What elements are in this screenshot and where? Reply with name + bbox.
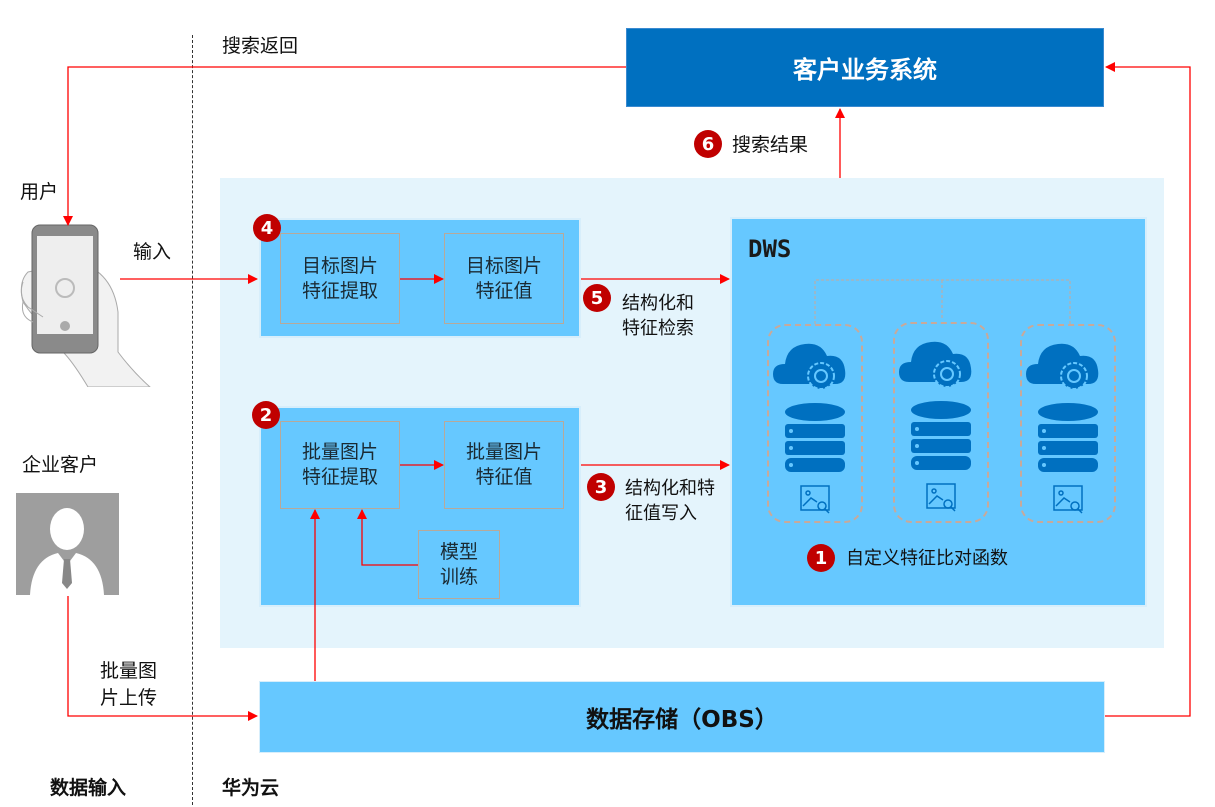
database-icon [785,403,845,472]
image-search-icon [926,483,956,512]
step-badge-2: 2 [252,401,280,429]
database-icon [911,401,971,470]
node-icons [1026,343,1099,514]
batch-feature-extraction[interactable]: 批量图片 特征提取 [280,421,400,509]
batch-image-block [259,406,581,607]
arrow-model-to-extract [357,509,418,566]
storage-label: 数据存储（OBS） [586,707,778,733]
arrow-upload [67,596,258,721]
cloud-gear-icon [1026,343,1099,390]
step3-label: 结构化和特 征值写入 [625,478,715,524]
custom-function-label: 自定义特征比对函数 [846,548,1008,569]
step-badge-6: 6 [694,130,722,158]
step-badge-4: 4 [253,214,281,242]
node-icons [773,343,846,514]
dws-node[interactable] [767,324,863,523]
image-search-icon [800,485,830,514]
dws-node[interactable] [1020,324,1116,523]
divider-line [192,35,193,805]
step-badge-1: 1 [807,544,835,572]
cloud-gear-icon [773,343,846,390]
model-training[interactable]: 模型 训练 [418,530,500,599]
step-badge-3: 3 [587,473,615,501]
dws-connector [814,279,1071,324]
batch-upload-label: 批量图 片上传 [100,660,158,709]
enterprise-customer-avatar [16,493,119,595]
huawei-cloud-label: 华为云 [222,777,280,799]
step5-label: 结构化和 特征检索 [622,293,694,339]
batch-feature-value[interactable]: 批量图片 特征值 [444,421,564,509]
input-label: 输入 [133,241,172,263]
target-feature-extraction[interactable]: 目标图片 特征提取 [280,233,400,324]
user-label: 用户 [20,181,59,203]
dws-node[interactable] [893,322,989,523]
node-icons [899,341,972,512]
image-search-icon [1053,485,1083,514]
arrow-search-return [63,66,626,226]
data-storage-obs[interactable]: 数据存储（OBS） [259,681,1105,753]
customer-system-label: 客户业务系统 [793,56,937,84]
arrow-obs-to-system [1105,62,1191,717]
step-badge-5: 5 [583,284,611,312]
target-feature-value[interactable]: 目标图片 特征值 [444,233,564,324]
phone-icon [20,224,151,387]
search-result-label: 搜索结果 [732,134,809,156]
data-input-label: 数据输入 [50,777,127,799]
search-return-label: 搜索返回 [222,35,299,57]
dws-title: DWS [748,235,792,263]
target-image-block [259,218,581,338]
enterprise-customer-label: 企业客户 [22,454,99,476]
cloud-gear-icon [899,341,972,388]
customer-system-box[interactable]: 客户业务系统 [626,28,1104,107]
database-icon [1038,403,1098,472]
